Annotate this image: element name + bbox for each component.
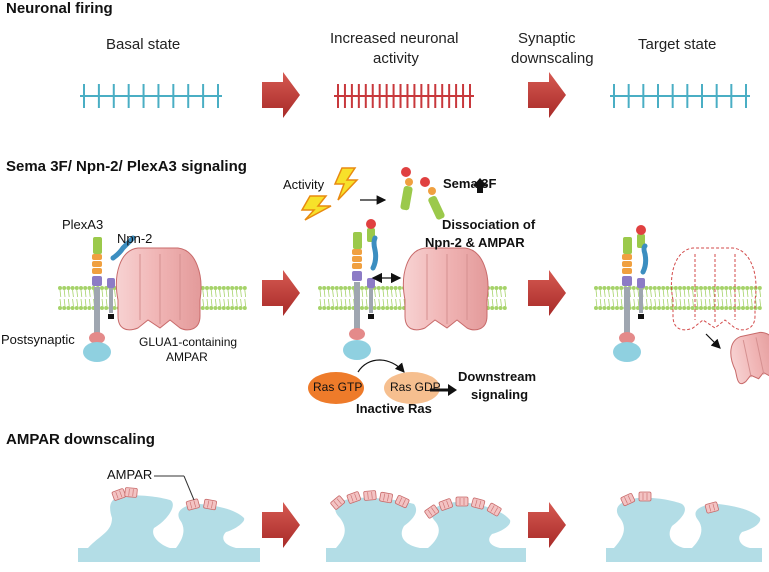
state-label-downscaling-line1: Synaptic bbox=[518, 30, 576, 47]
section-title-ampar-downscaling: AMPAR downscaling bbox=[6, 431, 155, 448]
ampar-receptor bbox=[111, 488, 126, 501]
ampar-receptor bbox=[379, 491, 393, 504]
ampar-receptor bbox=[124, 487, 138, 498]
downstream-arrow bbox=[430, 384, 457, 396]
label-ampar: AMPAR bbox=[107, 467, 153, 482]
sema3f-ligand bbox=[400, 167, 413, 211]
section-title-sema-signaling: Sema 3F/ Npn-2/ PlexA3 signaling bbox=[6, 158, 247, 175]
up-arrow-icon bbox=[473, 178, 487, 193]
ras-cycle-arrow bbox=[357, 359, 405, 373]
ampar-receptor bbox=[620, 493, 636, 507]
label-sema3f: Sema 3F bbox=[443, 176, 497, 191]
dendrite-spines bbox=[78, 495, 260, 562]
ampar-receptor bbox=[471, 497, 486, 510]
label-activity: Activity bbox=[283, 177, 325, 192]
transition-arrow bbox=[262, 502, 300, 548]
ras-gdp-label: Ras GDP bbox=[390, 380, 441, 394]
lightning-icon bbox=[300, 195, 332, 221]
transition-arrow bbox=[528, 270, 566, 316]
spine-ampar-group bbox=[111, 487, 719, 519]
label-glua1-line2: AMPAR bbox=[166, 350, 208, 364]
section-title-neuronal-firing: Neuronal firing bbox=[6, 0, 113, 17]
label-postsynaptic: Postsynaptic bbox=[1, 332, 75, 347]
label-glua1-line1: GLUA1-containing bbox=[139, 335, 238, 349]
state-label-downscaling-line2: downscaling bbox=[511, 50, 594, 67]
ampar-callout-line bbox=[183, 475, 195, 501]
ampar-receptor bbox=[438, 498, 453, 511]
transition-arrow bbox=[262, 270, 300, 316]
ampar-ghost-outline bbox=[670, 247, 757, 331]
ampar-receptor bbox=[330, 495, 345, 510]
ampar-receptor bbox=[704, 501, 719, 514]
state-label-increased-line1: Increased neuronal bbox=[330, 30, 459, 47]
internalization-arrow bbox=[705, 333, 721, 349]
lightning-icon bbox=[333, 167, 359, 201]
dendrite-spines bbox=[606, 497, 762, 562]
ampar-receptor bbox=[455, 496, 469, 507]
state-label-basal: Basal state bbox=[106, 36, 181, 53]
ampar-channel bbox=[402, 247, 489, 331]
ras-gtp-label: Ras GTP bbox=[313, 380, 363, 394]
transition-arrow bbox=[262, 72, 300, 118]
label-inactive-ras: Inactive Ras bbox=[356, 401, 432, 416]
ampar-receptor bbox=[203, 498, 217, 511]
ampar-receptor bbox=[394, 495, 410, 509]
ampar-receptor bbox=[363, 490, 377, 501]
transition-arrow bbox=[528, 72, 566, 118]
ampar-receptor bbox=[638, 491, 652, 502]
dendrite-spines bbox=[326, 497, 526, 562]
ampar-receptor bbox=[424, 504, 440, 519]
membrane-bilayer bbox=[594, 286, 762, 310]
state-label-increased-line2: activity bbox=[373, 50, 419, 67]
sema3f-ligand bbox=[420, 177, 445, 220]
internalized-ampar bbox=[730, 331, 769, 385]
label-npn2: Npn-2 bbox=[117, 231, 153, 246]
transition-arrow bbox=[528, 502, 566, 548]
ras-gdp-node bbox=[384, 372, 440, 404]
state-label-target: Target state bbox=[638, 36, 717, 53]
plexa3-npn2-complex bbox=[83, 235, 136, 362]
spike-train-basal bbox=[80, 84, 222, 108]
spike-train-target bbox=[610, 84, 750, 108]
ampar-receptor bbox=[346, 491, 361, 504]
ampar-receptor bbox=[486, 502, 502, 517]
spike-train-high bbox=[334, 84, 474, 108]
ampar-channel bbox=[115, 247, 202, 331]
ras-gtp-node bbox=[308, 372, 364, 404]
ampar-receptor bbox=[185, 498, 200, 511]
label-dissociation-line2: Npn-2 & AMPAR bbox=[425, 235, 525, 250]
label-downstream-line1: Downstream bbox=[458, 369, 537, 384]
plexa3-npn2-complex bbox=[343, 219, 379, 360]
plexa3-npn2-complex bbox=[613, 225, 649, 362]
label-plexa3: PlexA3 bbox=[62, 217, 104, 232]
label-dissociation-line1: Dissociation of bbox=[442, 217, 536, 232]
label-downstream-line2: signaling bbox=[471, 387, 529, 402]
